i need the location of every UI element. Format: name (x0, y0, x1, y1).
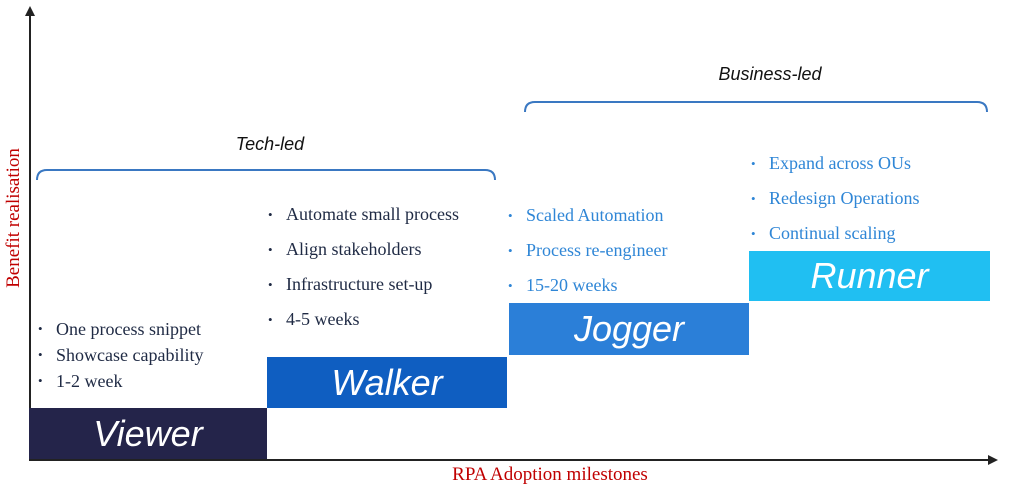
stage-viewer: Viewer (29, 408, 267, 459)
y-axis (29, 14, 31, 461)
stage-runner: Runner (749, 251, 990, 301)
stage-jogger-label: Jogger (573, 308, 685, 349)
jogger-bullets: Scaled Automation Process re-engineer 15… (506, 198, 667, 303)
tech-led-bracket (36, 169, 496, 181)
list-item: Process re-engineer (506, 233, 667, 268)
list-item: 1-2 week (36, 368, 203, 394)
list-item: Infrastructure set-up (266, 267, 459, 302)
tech-led-label: Tech-led (235, 134, 305, 154)
list-item: Continual scaling (749, 216, 919, 251)
runner-bullets: Expand across OUs Redesign Operations Co… (749, 146, 919, 251)
list-item: Automate small process (266, 197, 459, 232)
list-item: 4-5 weeks (266, 302, 459, 337)
list-item: Showcase capability (36, 342, 203, 368)
list-item: One process snippet (36, 316, 203, 342)
list-item: Scaled Automation (506, 198, 667, 233)
x-axis-label: RPA Adoption milestones (452, 464, 648, 485)
viewer-bullets: One process snippet Showcase capability … (36, 316, 203, 394)
list-item: Redesign Operations (749, 181, 919, 216)
stage-viewer-label: Viewer (93, 412, 203, 454)
list-item: Expand across OUs (749, 146, 919, 181)
y-axis-arrow-icon (25, 6, 35, 16)
x-axis (29, 459, 989, 461)
business-led-label: Business-led (718, 64, 822, 84)
list-item: 15-20 weeks (506, 268, 667, 303)
list-item: Align stakeholders (266, 232, 459, 267)
stage-jogger: Jogger (509, 303, 749, 355)
business-led-bracket (524, 101, 988, 113)
stage-walker-label: Walker (331, 361, 443, 403)
stage-runner-label: Runner (810, 255, 929, 296)
stage-walker: Walker (267, 357, 507, 408)
walker-bullets: Automate small process Align stakeholder… (266, 197, 459, 337)
x-axis-arrow-icon (988, 455, 998, 465)
